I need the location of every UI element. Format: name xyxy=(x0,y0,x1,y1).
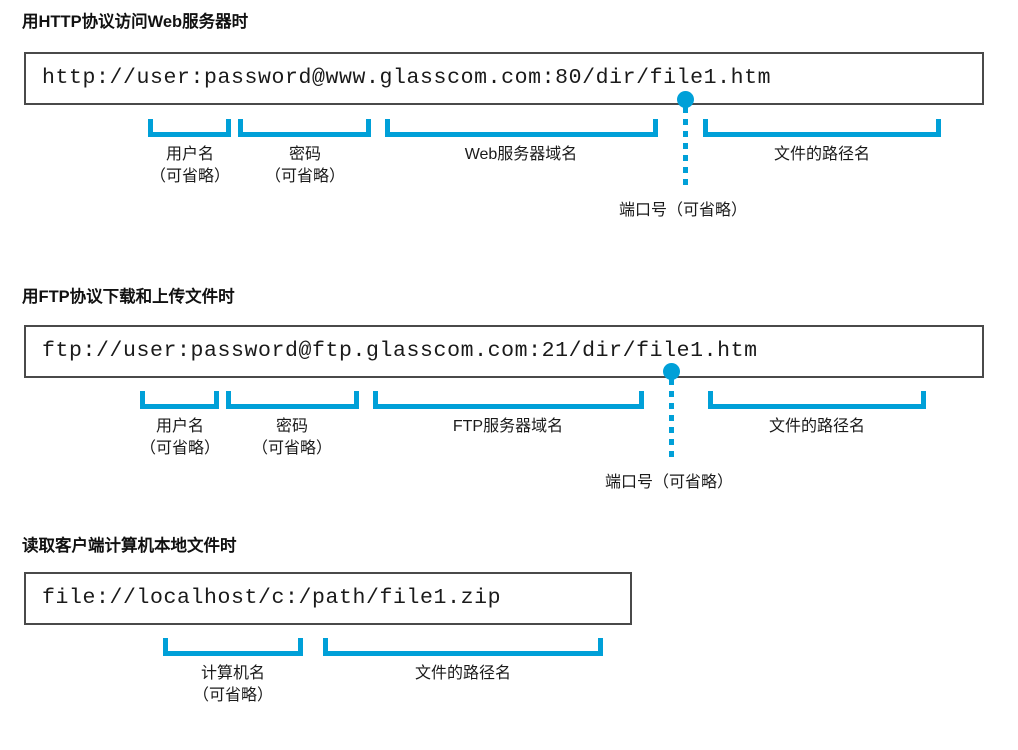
label-password-ftp: 密码 （可省略） xyxy=(212,416,372,460)
label-path-file: 文件的路径名 xyxy=(383,663,543,685)
bracket-hostname-file xyxy=(163,638,303,656)
bracket-domain-http xyxy=(385,119,658,137)
bracket-path-ftp xyxy=(708,391,926,409)
port-leader-http xyxy=(677,91,694,191)
label-port-ftp: 端口号（可省略） xyxy=(604,474,733,491)
label-username-ftp-line2: （可省略） xyxy=(139,440,220,457)
label-username-ftp: 用户名 （可省略） xyxy=(100,416,260,460)
bracket-username-ftp xyxy=(140,391,219,409)
label-path-ftp: 文件的路径名 xyxy=(737,416,897,438)
label-password-http: 密码 （可省略） xyxy=(225,144,385,188)
label-username-http-line2: （可省略） xyxy=(149,168,230,185)
bracket-password-http xyxy=(238,119,371,137)
bracket-domain-ftp xyxy=(373,391,644,409)
label-path-ftp-line1: 文件的路径名 xyxy=(768,418,865,435)
label-domain-ftp-line1: FTP服务器域名 xyxy=(452,418,564,435)
label-password-http-line1: 密码 xyxy=(288,146,321,163)
port-leader-ftp xyxy=(663,363,680,463)
port-dashed-line-ftp xyxy=(669,379,674,463)
label-password-ftp-line1: 密码 xyxy=(275,418,308,435)
url-box-http xyxy=(24,52,984,105)
label-password-http-line2: （可省略） xyxy=(264,168,345,185)
label-username-ftp-line1: 用户名 xyxy=(155,418,204,435)
url-text-http: http://user:password@www.glasscom.com:80… xyxy=(42,66,772,90)
url-text-file: file://localhost/c:/path/file1.zip xyxy=(42,586,502,610)
label-port-http: 端口号（可省略） xyxy=(618,202,747,219)
port-dashed-line-http xyxy=(683,107,688,191)
label-domain-http-line1: Web服务器域名 xyxy=(464,146,578,163)
label-username-http: 用户名 （可省略） xyxy=(110,144,270,188)
label-password-ftp-line2: （可省略） xyxy=(251,440,332,457)
bracket-password-ftp xyxy=(226,391,359,409)
label-username-http-line1: 用户名 xyxy=(165,146,214,163)
section-heading-ftp: 用FTP协议下载和上传文件时 xyxy=(22,288,235,306)
label-path-http-line1: 文件的路径名 xyxy=(773,146,870,163)
url-text-ftp: ftp://user:password@ftp.glasscom.com:21/… xyxy=(42,339,758,363)
port-dot-icon-ftp xyxy=(663,363,680,380)
label-path-file-line1: 文件的路径名 xyxy=(414,665,511,682)
label-domain-ftp: FTP服务器域名 xyxy=(428,416,588,438)
label-hostname-file-line1: 计算机名 xyxy=(200,665,265,682)
url-box-file xyxy=(24,572,632,625)
bracket-path-file xyxy=(323,638,603,656)
label-path-http: 文件的路径名 xyxy=(742,144,902,166)
bracket-path-http xyxy=(703,119,941,137)
label-hostname-file: 计算机名 （可省略） xyxy=(153,663,313,707)
label-domain-http: Web服务器域名 xyxy=(441,144,601,166)
section-heading-file: 读取客户端计算机本地文件时 xyxy=(22,537,237,555)
url-box-ftp xyxy=(24,325,984,378)
port-dot-icon-http xyxy=(677,91,694,108)
section-heading-http: 用HTTP协议访问Web服务器时 xyxy=(22,13,249,31)
bracket-username-http xyxy=(148,119,231,137)
label-hostname-file-line2: （可省略） xyxy=(192,687,273,704)
